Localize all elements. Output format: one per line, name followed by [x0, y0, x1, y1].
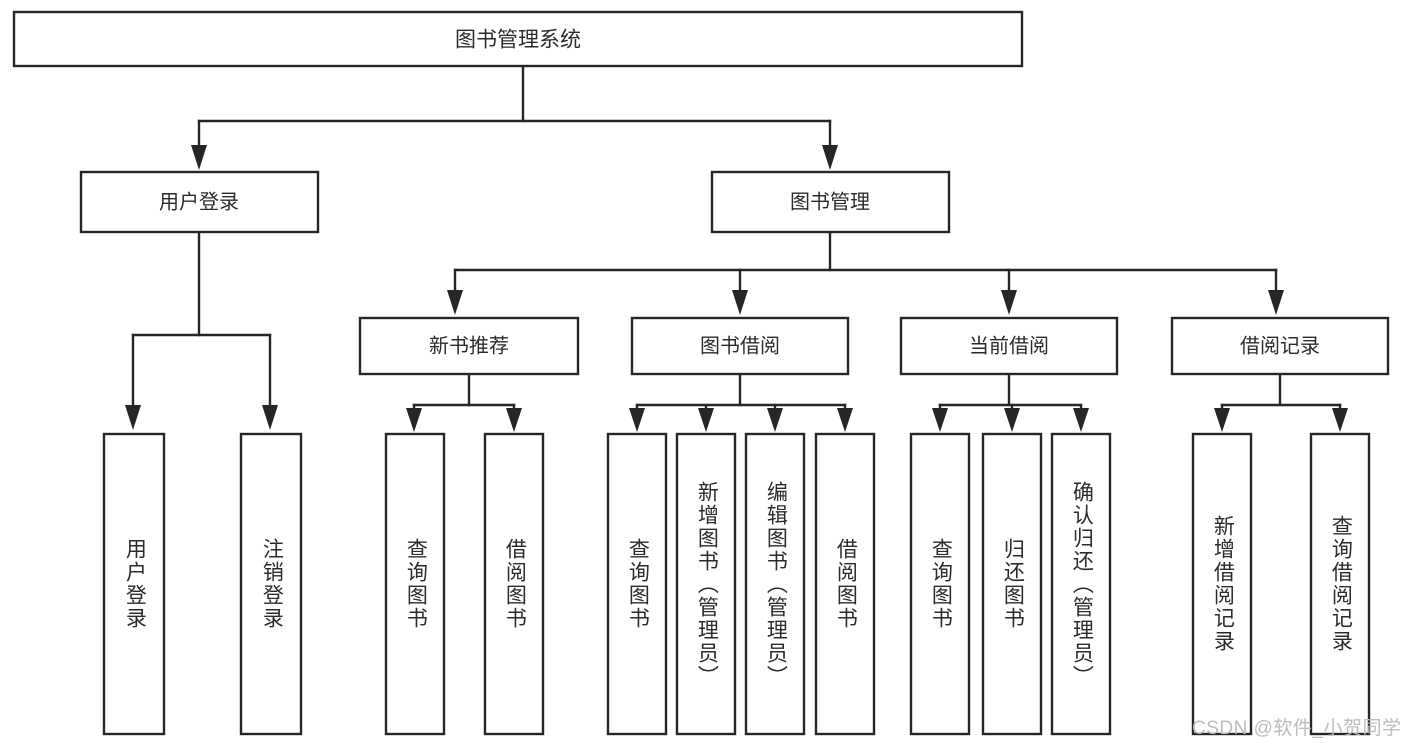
node-leaf-logout[interactable] [239, 432, 303, 736]
arrow-borrow-record [1268, 290, 1284, 315]
node-leaf-borrow-book-1[interactable] [483, 432, 545, 736]
node-leaf-query-book-1[interactable] [384, 432, 446, 736]
node-user-login[interactable] [79, 170, 320, 234]
arrow-book-manage [822, 145, 838, 170]
node-book-borrow-label: 图书借阅 [700, 334, 780, 357]
arrow-leaf-borrow-book-2 [837, 408, 853, 432]
node-leaf-confirm-return[interactable] [1050, 432, 1112, 736]
node-borrow-record-label: 借阅记录 [1240, 334, 1320, 357]
arrow-leaf-return-book [1004, 408, 1020, 432]
node-box-group: 图书管理系统 用户登录 图书管理 新书推荐 图书借阅 当前借阅 借阅记录 [12, 10, 1390, 736]
node-book-manage-label: 图书管理 [790, 190, 870, 213]
arrow-leaf-logout [262, 405, 278, 430]
arrow-leaf-query-record [1332, 408, 1348, 432]
arrow-leaf-add-record [1214, 408, 1230, 432]
arrow-leaf-query-book-1 [406, 408, 422, 432]
node-book-borrow[interactable] [630, 316, 850, 376]
node-leaf-edit-book[interactable] [744, 432, 806, 736]
arrow-leaf-user-login [125, 405, 141, 430]
node-current-borrow[interactable] [899, 316, 1119, 376]
arrow-user-login [191, 145, 207, 170]
node-leaf-query-book-3[interactable] [909, 432, 971, 736]
node-borrow-record[interactable] [1170, 316, 1390, 376]
node-root[interactable] [12, 10, 1024, 68]
node-new-book-rec[interactable] [358, 316, 580, 376]
node-leaf-query-record[interactable] [1309, 432, 1371, 736]
arrow-leaf-edit-book [767, 408, 783, 432]
node-leaf-return-book[interactable] [981, 432, 1043, 736]
arrow-leaf-query-book-2 [629, 408, 645, 432]
node-book-manage[interactable] [710, 170, 951, 234]
node-leaf-borrow-book-2[interactable] [814, 432, 876, 736]
arrow-current-borrow [1001, 290, 1017, 315]
arrow-leaf-borrow-book-1 [506, 408, 522, 432]
arrow-leaf-add-book [698, 408, 714, 432]
arrow-leaf-query-book-3 [932, 408, 948, 432]
node-leaf-add-book[interactable] [675, 432, 737, 736]
arrow-leaf-confirm-return [1073, 408, 1089, 432]
node-leaf-user-login[interactable] [102, 432, 166, 736]
arrow-book-borrow [732, 290, 748, 315]
node-root-label: 图书管理系统 [455, 29, 581, 52]
node-leaf-add-record[interactable] [1191, 432, 1253, 736]
node-new-book-rec-label: 新书推荐 [429, 334, 509, 357]
node-current-borrow-label: 当前借阅 [969, 334, 1049, 357]
watermark-text: CSDN @软件_小贺同学 [1192, 718, 1402, 739]
node-user-login-label: 用户登录 [159, 190, 239, 213]
arrow-new-book-rec [447, 290, 463, 315]
connector-group [125, 64, 1348, 432]
node-leaf-query-book-2[interactable] [606, 432, 668, 736]
